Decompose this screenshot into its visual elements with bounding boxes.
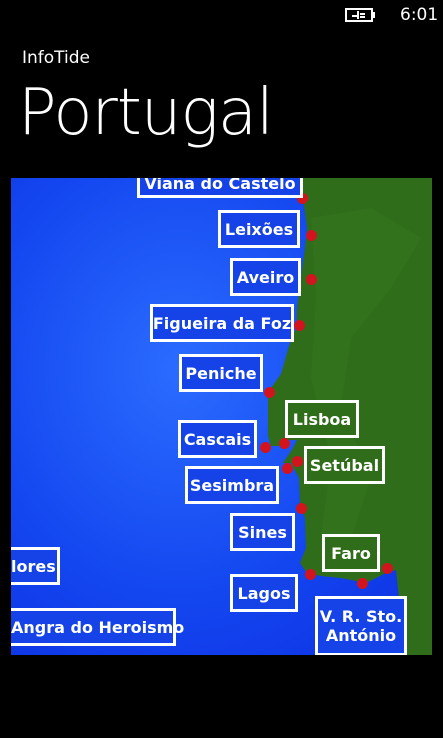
land-mass	[268, 178, 432, 655]
marker-vrsa[interactable]	[382, 563, 393, 574]
location-sesimbra[interactable]: Sesimbra	[185, 466, 279, 504]
location-viana-do-castelo[interactable]: Viana do Castelo	[137, 178, 303, 198]
marker-viana[interactable]	[297, 193, 308, 204]
location-vrsa-line2: António	[325, 626, 397, 645]
location-vrsa[interactable]: V. R. Sto. António	[315, 596, 407, 655]
marker-leixoes[interactable]	[306, 230, 317, 241]
location-sines[interactable]: Sines	[230, 513, 295, 551]
location-angra-do-heroismo[interactable]: Angra do Heroismo	[11, 608, 184, 646]
battery-charging-icon	[345, 8, 375, 22]
marker-aveiro[interactable]	[306, 274, 317, 285]
location-aveiro[interactable]: Aveiro	[230, 258, 301, 296]
marker-faro[interactable]	[357, 578, 368, 589]
marker-sines[interactable]	[296, 503, 307, 514]
location-cascais[interactable]: Cascais	[178, 420, 257, 458]
location-peniche[interactable]: Peniche	[179, 354, 263, 392]
marker-cascais[interactable]	[260, 442, 271, 453]
app-name: InfoTide	[22, 48, 91, 68]
location-vrsa-line1: V. R. Sto.	[319, 607, 403, 626]
status-bar: 6:01	[0, 0, 443, 30]
location-flores[interactable]: lores	[11, 547, 60, 585]
marker-setubal[interactable]	[292, 456, 303, 467]
marker-lagos[interactable]	[305, 569, 316, 580]
location-leixoes[interactable]: Leixões	[218, 210, 300, 248]
page-title: Portugal	[18, 76, 274, 150]
location-lisboa[interactable]: Lisboa	[285, 400, 359, 438]
marker-peniche[interactable]	[264, 387, 275, 398]
location-faro[interactable]: Faro	[322, 534, 380, 572]
marker-lisboa[interactable]	[279, 438, 290, 449]
location-setubal[interactable]: Setúbal	[304, 446, 385, 484]
location-lagos[interactable]: Lagos	[230, 574, 298, 612]
clock: 6:01	[400, 5, 439, 25]
marker-figueira[interactable]	[294, 320, 305, 331]
marker-sesimbra[interactable]	[282, 463, 293, 474]
portugal-map[interactable]: Viana do Castelo Leixões Aveiro Figueira…	[11, 178, 432, 655]
location-figueira-da-foz[interactable]: Figueira da Foz	[150, 304, 294, 342]
